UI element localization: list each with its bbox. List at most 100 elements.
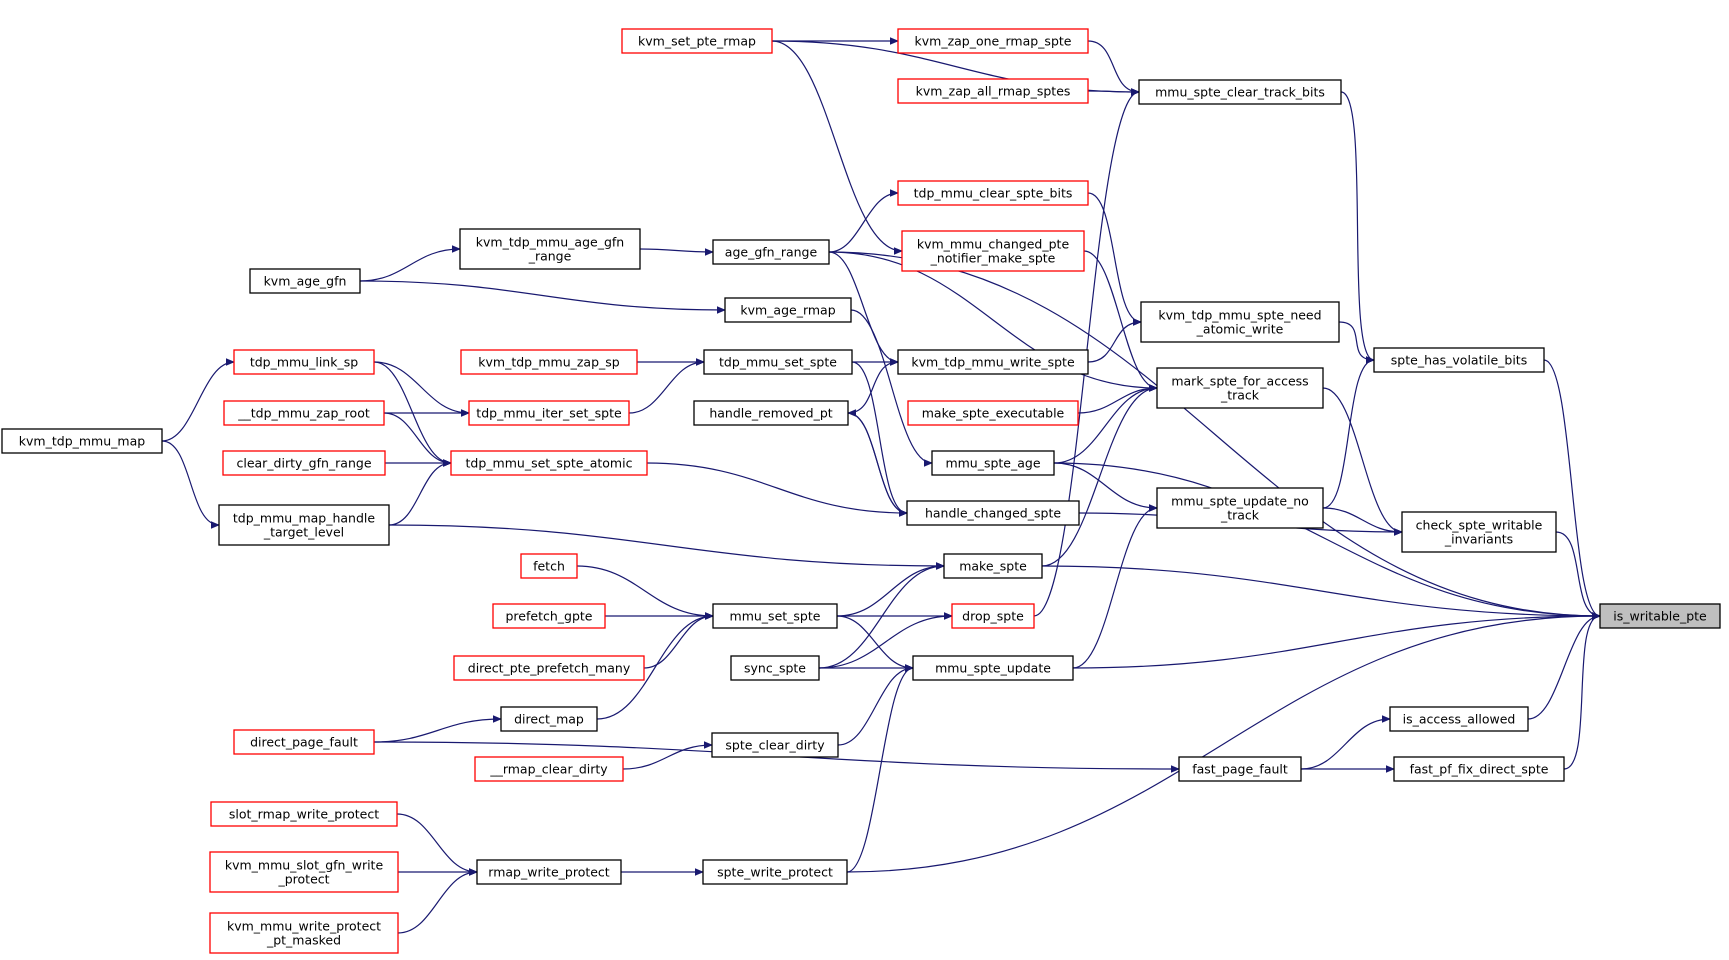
edge-is-access-allowed-to-is-writable-pte (1527, 612, 1601, 720)
node-box (233, 349, 375, 375)
node-mmu-spte-update[interactable]: mmu_spte_update (912, 655, 1074, 681)
node-kvm-tdp-mmu-zap-sp[interactable]: kvm_tdp_mmu_zap_sp (460, 349, 638, 375)
edge-spte-write-protect-to-mmu-spte-update (846, 664, 914, 873)
node-kvm-tdp-mmu-age-gfn-range[interactable]: kvm_tdp_mmu_age_gfn_range (459, 228, 641, 270)
node-tdp-mmu-set-spte[interactable]: tdp_mmu_set_spte (703, 349, 853, 375)
node-layer: kvm_set_pte_rmap kvm_zap_one_rmap_sptekvm… (1, 28, 1721, 954)
node-sync-spte[interactable]: sync_spte (730, 655, 820, 681)
node-age-gfn-range[interactable]: age_gfn_range (712, 239, 830, 265)
edge (1053, 462, 1601, 620)
edge (576, 565, 714, 620)
node-fast-page-fault[interactable]: fast_page_fault (1178, 756, 1302, 782)
edge-tdp-mmu-map-handle-target-level-to-make-spte (388, 524, 945, 570)
node-kvm-mmu-changed-pte-notifier-make-spte[interactable]: kvm_mmu_changed_pte_notifier_make_spte (901, 230, 1085, 272)
node-box (492, 603, 606, 629)
node-make-spte[interactable]: make_spte (943, 553, 1043, 579)
node-box (1599, 603, 1721, 629)
node-mmu-set-spte[interactable]: mmu_set_spte (712, 603, 838, 629)
edge (622, 741, 713, 770)
node-box (520, 553, 578, 579)
edge (1053, 384, 1158, 464)
node-label: clear_dirty_gfn_range (236, 456, 371, 471)
node-direct-pte-prefetch-many[interactable]: direct_pte_prefetch_many (453, 655, 645, 681)
node-make-spte-executable[interactable]: make_spte_executable (907, 400, 1079, 426)
node-kvm-tdp-mmu-map[interactable]: kvm_tdp_mmu_map (1, 428, 163, 454)
edge (846, 612, 1601, 873)
edge (837, 664, 914, 746)
edge-spte-has-volatile-bits-to-is-writable-pte (1543, 359, 1601, 620)
node-direct-map[interactable]: direct_map (500, 706, 598, 732)
edge (847, 358, 899, 414)
node-kvm-tdp-mmu-write-spte[interactable]: kvm_tdp_mmu_write_spte (897, 349, 1089, 375)
node-tdp-mmu-map-handle-target-level[interactable]: tdp_mmu_map_handle_target_level (218, 504, 390, 546)
edge (828, 189, 899, 253)
node-fast-pf-fix-direct-spte[interactable]: fast_pf_fix_direct_spte (1393, 756, 1565, 782)
node-box (1393, 756, 1565, 782)
node-check-spte-writable-invariants[interactable]: check_spte_writable_invariants (1401, 511, 1557, 553)
node-mark-spte-for-access-track[interactable]: mark_spte_for_access_track (1156, 367, 1324, 409)
node-box (897, 180, 1089, 206)
node-label: kvm_mmu_slot_gfn_write (225, 858, 384, 873)
edge (1555, 531, 1601, 620)
edge (771, 40, 903, 255)
node-label: kvm_age_rmap (740, 303, 835, 318)
node-label: kvm_age_gfn (264, 274, 347, 289)
node-direct-page-fault[interactable]: direct_page_fault (233, 729, 375, 755)
node-mmu-spte-clear-track-bits[interactable]: mmu_spte_clear_track_bits (1138, 79, 1342, 105)
node-is-access-allowed[interactable]: is_access_allowed (1389, 706, 1529, 732)
node-clear-dirty-gfn-range[interactable]: clear_dirty_gfn_range (222, 450, 386, 476)
edge-age-gfn-range-to-is-writable-pte (828, 251, 1601, 620)
node-handle-changed-spte[interactable]: handle_changed_spte (906, 500, 1080, 526)
node-spte-clear-dirty[interactable]: spte_clear_dirty (711, 732, 839, 758)
node-tdp-mmu-set-spte-atomic[interactable]: tdp_mmu_set_spte_atomic (450, 450, 648, 476)
node-label: rmap_write_protect (488, 865, 610, 880)
node-kvm-age-gfn[interactable]: kvm_age_gfn (249, 268, 361, 294)
node-rmap-write-protect[interactable]: rmap_write_protect (476, 859, 622, 885)
node-box (468, 400, 630, 426)
node-fetch[interactable]: fetch (520, 553, 578, 579)
node-box (907, 400, 1079, 426)
node-slot-rmap-write-protect[interactable]: slot_rmap_write_protect (210, 801, 398, 827)
node-tdp-mmu-iter-set-spte[interactable]: tdp_mmu_iter_set_spte (468, 400, 630, 426)
node-label: handle_removed_pt (709, 406, 832, 421)
node-handle-removed-pt[interactable]: handle_removed_pt (693, 400, 849, 426)
node-box (712, 603, 838, 629)
edge (359, 245, 461, 282)
node-mmu-spte-age[interactable]: mmu_spte_age (931, 450, 1055, 476)
edge-spte-write-protect-to-is-writable-pte (846, 612, 1601, 873)
edge-mmu-spte-clear-track-bits-to-spte-has-volatile-bits (1340, 91, 1375, 364)
edge-tdp-mmu-link-sp-to-tdp-mmu-iter-set-spte (373, 361, 470, 417)
node---rmap-clear-dirty[interactable]: __rmap_clear_dirty (474, 756, 624, 782)
node-spte-has-volatile-bits[interactable]: spte_has_volatile_bits (1373, 347, 1545, 373)
node-is-writable-pte: is_writable_pte (1599, 603, 1721, 629)
node-label: mmu_spte_update (935, 661, 1051, 676)
node---tdp-mmu-zap-root[interactable]: __tdp_mmu_zap_root (223, 400, 385, 426)
node-box (460, 349, 638, 375)
node-box (209, 912, 399, 954)
edge-mmu-spte-update-no-track-to-check-spte-writable-invariants (1322, 507, 1403, 536)
node-kvm-mmu-write-protect-pt-masked[interactable]: kvm_mmu_write_protect_pt_masked (209, 912, 399, 954)
node-prefetch-gpte[interactable]: prefetch_gpte (492, 603, 606, 629)
edge-mmu-spte-age-to-is-writable-pte (1053, 462, 1601, 620)
node-kvm-tdp-mmu-spte-need-atomic-write[interactable]: kvm_tdp_mmu_spte_need_atomic_write (1140, 301, 1340, 343)
node-label: age_gfn_range (725, 245, 818, 260)
node-spte-write-protect[interactable]: spte_write_protect (702, 859, 848, 885)
node-mmu-spte-update-no-track[interactable]: mmu_spte_update_no_track (1156, 487, 1324, 529)
node-kvm-mmu-slot-gfn-write-protect[interactable]: kvm_mmu_slot_gfn_write_protect (209, 851, 399, 893)
node-kvm-zap-all-rmap-sptes[interactable]: kvm_zap_all_rmap_sptes (897, 78, 1089, 104)
node-box (711, 732, 839, 758)
edge (1072, 612, 1601, 669)
node-label: tdp_mmu_link_sp (250, 355, 358, 370)
edge (643, 612, 714, 669)
node-label: _pt_masked (266, 933, 341, 948)
node-tdp-mmu-link-sp[interactable]: tdp_mmu_link_sp (233, 349, 375, 375)
node-tdp-mmu-clear-spte-bits[interactable]: tdp_mmu_clear_spte_bits (897, 180, 1089, 206)
node-label: kvm_mmu_write_protect (227, 919, 381, 934)
node-kvm-set-pte-rmap[interactable]: kvm_set_pte_rmap (621, 28, 773, 54)
edge-handle-changed-spte-to-handle-removed-pt (847, 409, 908, 514)
edge-kvm-tdp-mmu-map-to-tdp-mmu-link-sp (161, 358, 235, 442)
node-drop-spte[interactable]: drop_spte (951, 603, 1035, 629)
node-box (703, 349, 853, 375)
node-kvm-zap-one-rmap-spte[interactable]: kvm_zap_one_rmap_spte (897, 28, 1089, 54)
node-kvm-age-rmap[interactable]: kvm_age_rmap (724, 297, 852, 323)
